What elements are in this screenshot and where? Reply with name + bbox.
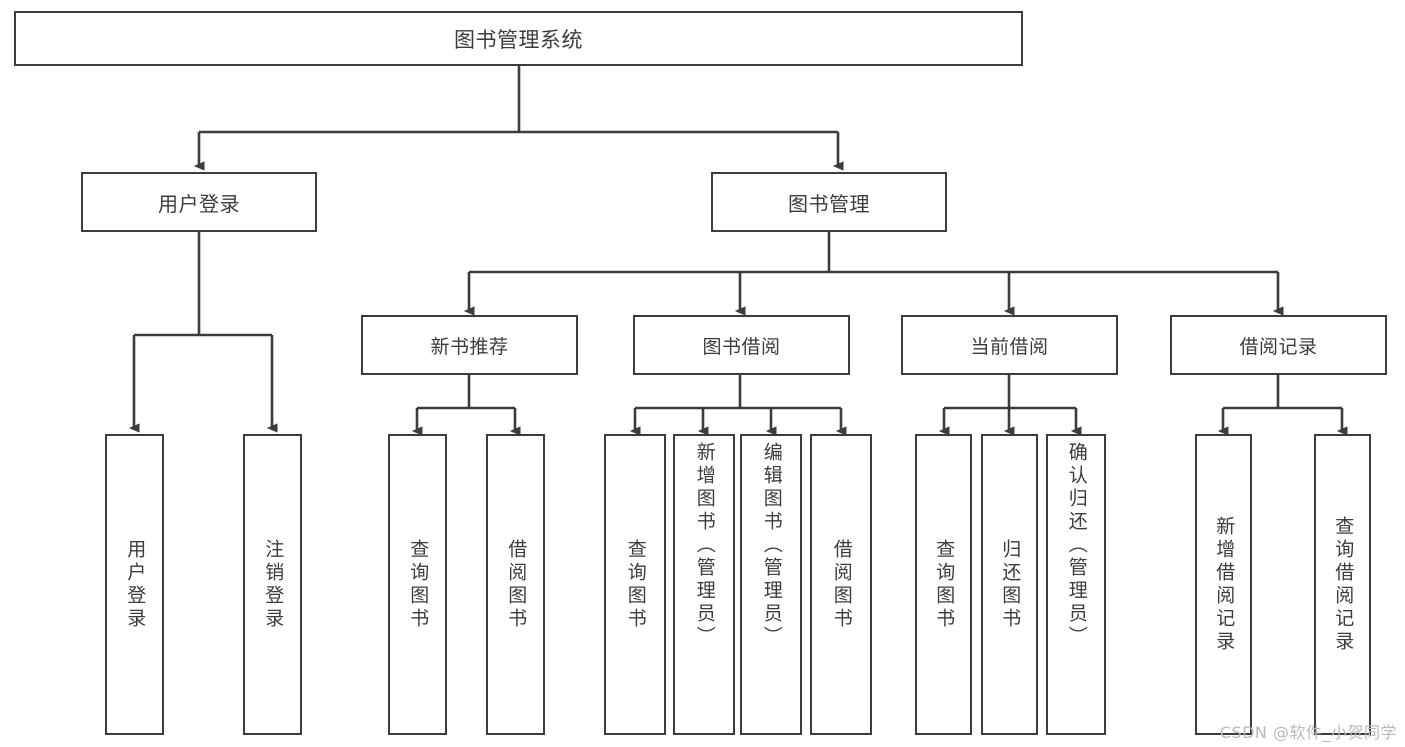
node-label: 图书管理 [788,191,870,216]
leaf-label: 确认归还（管理员） [1065,442,1088,649]
node-library-management-system[interactable]: 图书管理系统 [14,11,1023,66]
leaf-confirm-return-admin[interactable]: 确认归还（管理员） [1046,434,1106,735]
leaf-label: 编辑图书（管理员） [760,442,783,649]
leaf-label: 归还图书 [999,538,1022,631]
leaf-label: 借阅图书 [830,538,853,631]
leaf-label: 查询图书 [933,538,956,631]
leaf-label: 查询图书 [624,538,647,631]
node-label: 借阅记录 [1239,335,1318,358]
leaf-add-book-admin[interactable]: 新增图书（管理员） [673,434,735,735]
leaf-user-login[interactable]: 用户登录 [105,434,164,735]
leaf-label: 用户登录 [124,538,147,631]
leaf-query-book-current[interactable]: 查询图书 [915,434,972,735]
leaf-borrow-book-borrow[interactable]: 借阅图书 [810,434,872,735]
node-label: 当前借阅 [970,335,1049,358]
node-new-book-recommend[interactable]: 新书推荐 [361,315,578,375]
node-label: 图书管理系统 [454,27,583,52]
node-label: 新书推荐 [430,335,509,358]
leaf-label: 借阅图书 [505,538,528,631]
leaf-add-borrow-record[interactable]: 新增借阅记录 [1195,434,1252,735]
leaf-label: 查询图书 [407,538,430,631]
leaf-query-book-new-recommend[interactable]: 查询图书 [388,434,447,735]
leaf-label: 新增图书（管理员） [693,442,716,649]
leaf-borrow-book-new-recommend[interactable]: 借阅图书 [486,434,545,735]
csdn-watermark: CSDN @软件_小贺同学 [1219,723,1397,742]
node-current-borrow[interactable]: 当前借阅 [901,315,1118,375]
leaf-label: 新增借阅记录 [1213,515,1236,654]
node-label: 用户登录 [158,191,240,216]
node-borrow-record[interactable]: 借阅记录 [1170,315,1387,375]
leaf-return-book[interactable]: 归还图书 [981,434,1038,735]
node-book-management[interactable]: 图书管理 [711,172,947,232]
node-label: 图书借阅 [702,335,781,358]
node-book-borrow[interactable]: 图书借阅 [633,315,850,375]
leaf-query-book-borrow[interactable]: 查询图书 [604,434,666,735]
leaf-label: 查询借阅记录 [1332,515,1355,654]
leaf-query-borrow-record[interactable]: 查询借阅记录 [1314,434,1371,735]
leaf-edit-book-admin[interactable]: 编辑图书（管理员） [740,434,802,735]
node-user-login[interactable]: 用户登录 [81,172,317,232]
leaf-logout-login[interactable]: 注销登录 [243,434,302,735]
leaf-label: 注销登录 [262,538,285,631]
